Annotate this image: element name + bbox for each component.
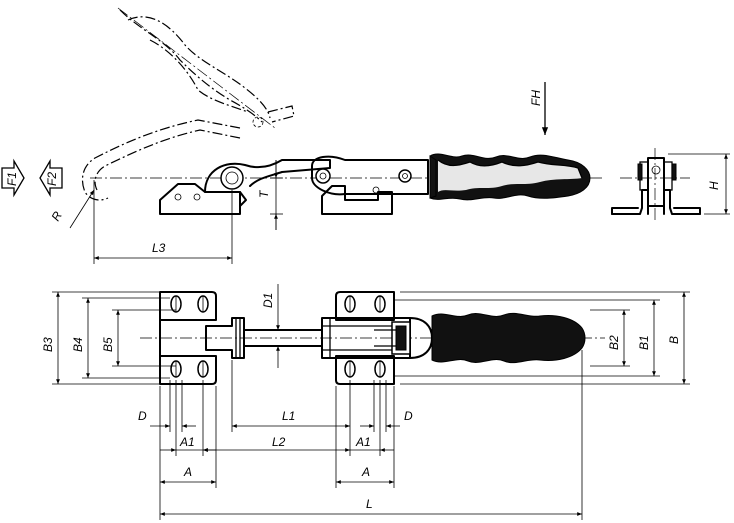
dimension-l1-label: L1 [282,409,295,423]
dimension-b1-label: B1 [637,335,651,350]
force-f1-label: F1 [5,172,19,186]
dimension-b3-label: B3 [41,337,55,352]
dimension-l3-label: L3 [152,241,166,255]
left-plate-bottom [159,355,217,385]
left-base [159,183,241,215]
force-f1-arrow [1,158,25,198]
open-handle-ghost [119,9,263,123]
force-f2-arrow [39,158,63,198]
force-f2-label: F2 [45,172,59,186]
plan-handle-grip [431,312,586,364]
side-view: T FH F1 F2 R [1,7,605,264]
lever-bar [311,155,429,196]
dimension-a1-right-label: A1 [355,435,371,449]
dimension-t-label: T [257,189,271,198]
hook-arm [204,159,331,193]
hook-piece [205,317,245,359]
dimension-b-label: B [667,336,681,344]
radius-r-label: R [48,209,65,224]
end-view: H [611,148,730,220]
end-base-left [611,189,649,215]
end-base-right [663,189,701,215]
dimension-h-label: H [707,181,721,190]
dimension-d-right-label: D [404,409,413,423]
right-base [321,185,393,215]
dimension-a1-left-label: A1 [179,435,195,449]
dimension-d-left-label: D [138,409,147,423]
right-plate-bottom [335,355,395,385]
force-fh-label: FH [529,90,543,106]
dimension-b5-label: B5 [101,337,115,352]
dimension-a-right-label: A [361,465,370,479]
dimension-b2-label: B2 [607,335,621,350]
dimension-a-left-label: A [183,465,192,479]
plan-view: B3 B4 B5 D1 B2 B1 B [41,284,690,520]
dimension-d1-label: D1 [261,293,275,308]
dimension-b4-label: B4 [71,337,85,352]
dimension-l-label: L [366,497,373,511]
left-plate-top [159,291,217,321]
right-plate-top [335,291,395,321]
open-arm-ghost [81,119,241,201]
dimension-l2-label: L2 [272,435,286,449]
